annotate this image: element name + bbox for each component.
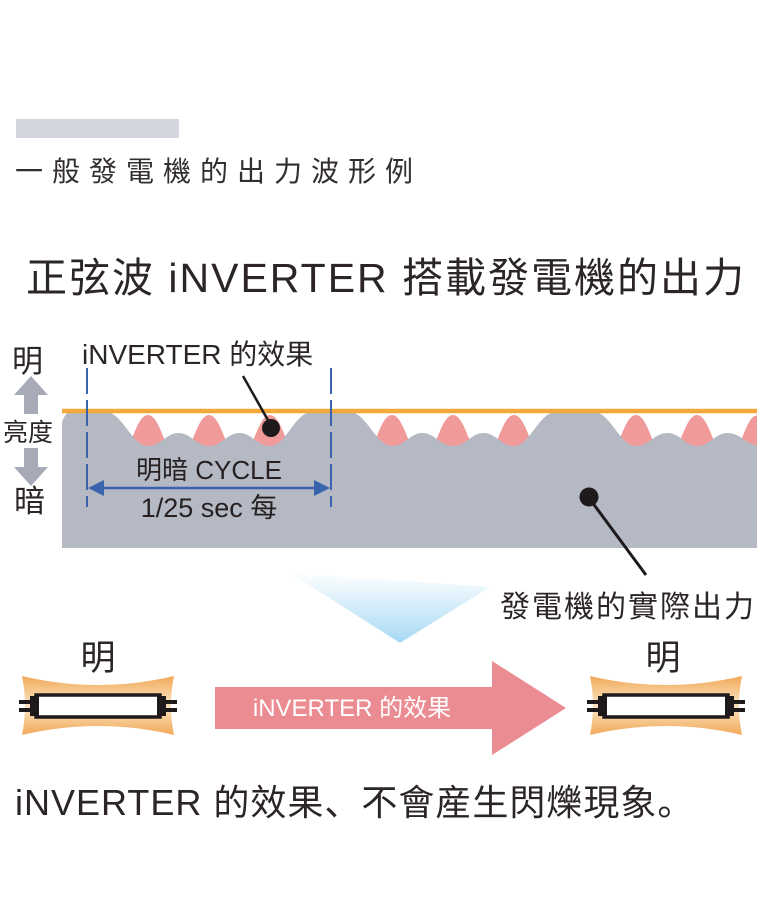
legend-gray-swatch [16,119,179,138]
axis-bright-label: 明 [12,344,43,379]
waveform-diagram: 明 亮度 暗 iNVERTER 的效果 明暗 CYCLE 1/25 sec 每 … [3,339,757,643]
generator-output-wave [62,412,757,548]
axis-down-arrow-icon [14,448,48,486]
page-title: 正弦波 iNVERTER 搭載發電機的出力 [26,255,747,301]
cycle-arrowhead-left-icon [88,480,104,496]
footer-caption: iNVERTER 的效果、不會産生閃爍現象。 [15,782,695,823]
effect-arrow-label: iNVERTER 的效果 [253,695,451,722]
axis-brightness-label: 亮度 [3,419,53,447]
effect-arrow: iNVERTER 的效果 [215,661,566,755]
cycle-period-label: 1/25 sec 每 [141,493,278,523]
effect-pointer-dot [262,419,280,437]
left-lamp-label: 明 [80,639,115,678]
axis-dark-label: 暗 [14,484,45,519]
actual-output-label: 發電機的實際出力 [500,591,756,624]
transition-triangle-icon [290,573,490,643]
left-fluorescent-lamp-icon [17,674,179,737]
lamp-row: 明 iNVERTER 的效果 明 [17,639,747,755]
right-lamp-label: 明 [645,639,680,678]
inverter-effect-label: iNVERTER 的效果 [82,339,313,370]
cycle-label: 明暗 CYCLE [136,455,282,485]
cycle-arrowhead-right-icon [314,480,330,496]
axis-up-arrow-icon [14,376,48,414]
effect-pointer-line [241,375,271,423]
effect-arrow-head-icon [492,661,566,755]
output-pointer-line [590,501,648,576]
legend-caption: 一般發電機的出力波形例 [15,156,423,187]
output-pointer-dot [579,487,599,507]
right-fluorescent-lamp-icon [585,674,747,737]
effect-arrow-body [215,687,493,729]
